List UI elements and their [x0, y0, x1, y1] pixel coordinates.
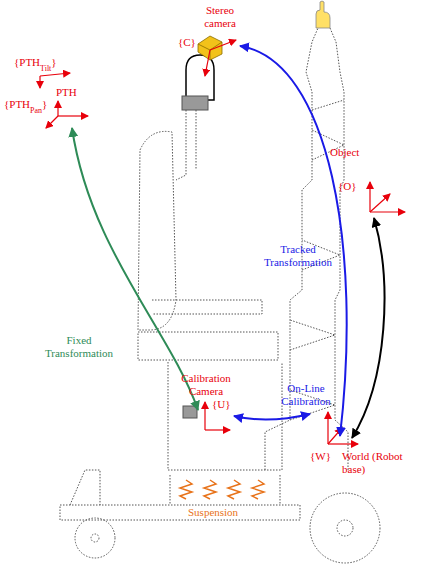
frame-subscript: Tilt	[40, 64, 51, 73]
frame-label: }	[51, 56, 56, 69]
frame-label: }	[42, 98, 47, 111]
transform-label: Fixed Transformation	[40, 334, 118, 359]
frame-label: {O}	[338, 180, 357, 193]
transform-label: On-Line Calibration	[270, 382, 342, 407]
part-label: Calibration Camera	[174, 372, 238, 397]
frame-label: {W}	[310, 450, 331, 463]
transform-label: Tracked Transformation	[262, 243, 334, 268]
frame-label: {C}	[178, 36, 196, 49]
part-label: Object	[330, 146, 359, 159]
frame-label: {PTH	[4, 98, 30, 111]
frame-label: {U}	[212, 398, 231, 411]
frame-label: {PTH	[14, 56, 40, 69]
part-label: PTH	[56, 86, 77, 99]
part-label: Suspension	[188, 506, 238, 519]
part-label: World (Robot base)	[342, 450, 408, 475]
frame-subscript: Pan	[30, 106, 42, 115]
frame-label: Stereo camera	[196, 4, 244, 29]
